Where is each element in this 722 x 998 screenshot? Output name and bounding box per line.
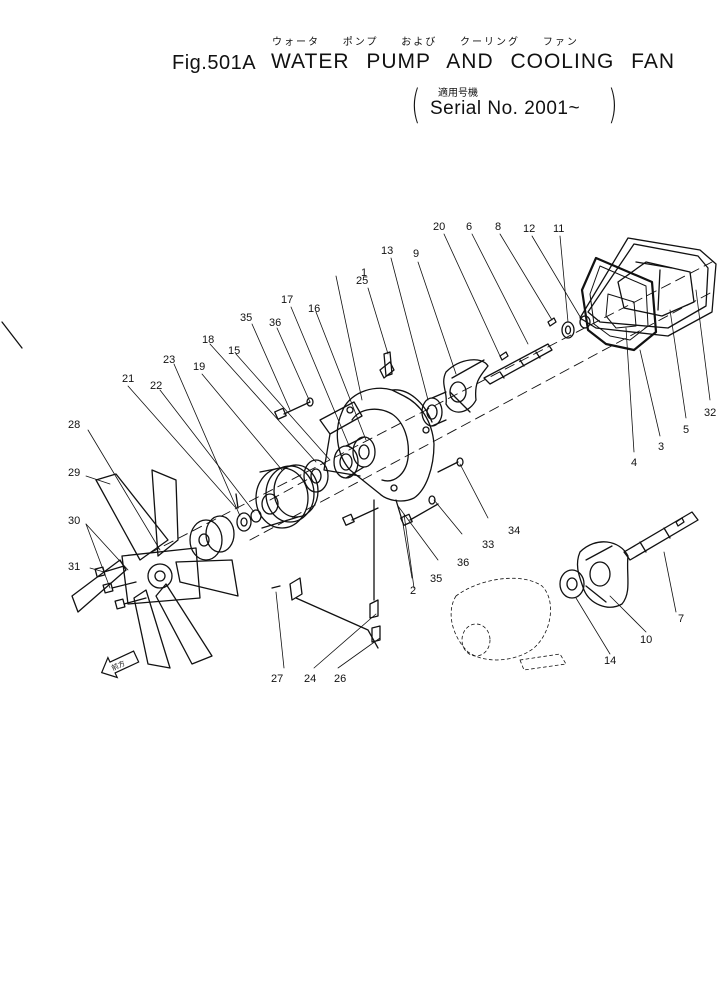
callout-17: 17 [281,294,293,306]
callout-11: 11 [553,223,564,235]
callout-33: 33 [482,539,494,551]
callout-32: 32 [704,407,716,419]
callout-2: 2 [410,585,416,597]
fan-bolts [94,565,147,610]
callout-24: 24 [304,673,316,685]
callout-12: 12 [523,223,535,235]
key [547,317,557,327]
callout-35: 35 [240,312,252,324]
callout-13: 13 [381,245,393,257]
callout-36-lower: 36 [457,557,469,569]
callout-4: 4 [631,457,637,469]
bolt-lower [342,457,464,526]
callout-23: 23 [163,354,175,366]
callout-6: 6 [466,221,472,233]
seal-ring [561,321,575,339]
callout-30: 30 [68,515,80,527]
callout-36: 36 [269,317,281,329]
engine-outline [450,577,567,671]
fan-spacer [189,515,235,561]
callout-21: 21 [122,373,134,385]
callout-8: 8 [495,221,501,233]
callout-16: 16 [308,303,320,315]
bearing-front [303,459,329,493]
bearing-set [333,436,376,479]
leader-lines [85,233,711,669]
title-japanese: ウォータ ポンプ および クーリング ファン [272,37,579,48]
cooling-fan [71,469,239,669]
bolt-upper [274,397,314,420]
washer [579,315,591,329]
pump-shaft [483,343,553,385]
callout-19: 19 [193,361,205,373]
serial-open-paren: ( [411,82,421,128]
callout-27: 27 [271,673,283,685]
callout-25: 25 [356,275,368,287]
assembly-axes [149,261,713,554]
fan-pulley [255,464,319,529]
callout-3: 3 [658,441,664,453]
serial-range: Serial No. 2001~ [430,98,581,119]
seal-ring-inner [564,325,572,335]
callout-29: 29 [68,467,80,479]
callout-10: 10 [640,634,652,646]
serial-close-paren: ) [608,82,618,128]
callout-15: 15 [228,345,240,357]
front-direction-arrow: 前方 [100,650,140,679]
shaft-detail [623,511,699,561]
callout-34: 34 [508,525,520,537]
callout-26: 26 [334,673,346,685]
callout-20: 20 [433,221,445,233]
impeller [443,359,489,413]
gasket [580,256,658,352]
serial-label-japanese: 適用号機 [438,88,478,99]
callout-22: 22 [150,380,162,392]
figure-number: Fig.501A [172,52,257,74]
impeller-detail [576,541,629,608]
seal-detail [559,569,585,599]
fan-hub-nut [235,493,262,532]
pump-body [319,361,435,502]
callout-1: 1 [361,267,367,279]
callout-7: 7 [678,613,684,625]
figure-title: WATER PUMP AND COOLING FAN [271,50,675,73]
margin-mark [1,321,23,349]
callout-35-lower: 35 [430,573,442,585]
callout-18: 18 [202,334,214,346]
rear-housing-plate [579,237,717,337]
callout-labels: 1 2 3 4 5 6 7 8 9 10 11 12 13 14 15 16 1… [68,221,716,685]
callout-9: 9 [413,248,419,260]
callout-5: 5 [683,424,689,436]
callout-31: 31 [68,561,80,573]
callout-14: 14 [604,655,616,667]
callout-28: 28 [68,419,80,431]
